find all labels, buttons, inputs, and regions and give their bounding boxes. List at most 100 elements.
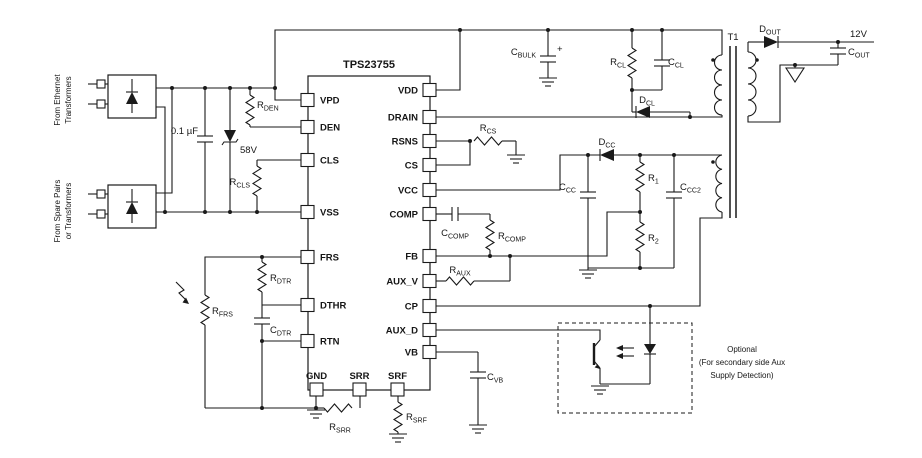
- c-vb-capacitor: CVB: [470, 371, 504, 385]
- d-cl-diode: DCL: [631, 90, 691, 118]
- spare-source-label2: or Transformers: [64, 183, 73, 239]
- ground-icon: [469, 424, 487, 434]
- surge-arrow-icon: [175, 281, 189, 304]
- svg-text:DCL: DCL: [639, 95, 655, 108]
- svg-text:CVB: CVB: [487, 372, 504, 385]
- svg-text:RDTR: RDTR: [270, 273, 291, 286]
- svg-text:DOUT: DOUT: [759, 24, 781, 37]
- r-cs-resistor: RCS: [473, 123, 503, 146]
- pin-label-drain: DRAIN: [388, 113, 418, 124]
- svg-text:0.1 µF: 0.1 µF: [171, 126, 198, 137]
- svg-text:RDEN: RDEN: [257, 100, 279, 113]
- r-den-resistor: RDEN: [244, 94, 279, 126]
- c-cl-capacitor: CCL: [632, 30, 684, 91]
- svg-text:R2: R2: [648, 233, 659, 246]
- r-cls-resistor: RCLS: [230, 165, 263, 197]
- junction-dots: [163, 28, 840, 410]
- input-capacitor: 0.1 µF: [171, 126, 213, 143]
- output-voltage-label: 12V: [850, 29, 868, 40]
- svg-text:CCOMP: CCOMP: [441, 228, 469, 241]
- optional-note-line1: Optional: [727, 345, 757, 354]
- r-srr-resistor: RSRR: [323, 403, 353, 435]
- secondary-ground-icon: [784, 67, 806, 84]
- r-frs-resistor: RFRS: [175, 281, 233, 326]
- primary-winding: [714, 54, 723, 116]
- pin-label-cls: CLS: [320, 156, 339, 167]
- svg-text:DCC: DCC: [599, 137, 616, 150]
- opto-led-icon: [644, 344, 656, 355]
- zener-diode-58v: 58V: [221, 130, 258, 156]
- secondary-winding: [747, 51, 757, 117]
- polarity-plus: +: [557, 44, 563, 55]
- svg-text:RAUX: RAUX: [449, 265, 471, 278]
- r-cl-resistor: RCL: [610, 30, 638, 90]
- pin-label-gnd: GND: [306, 371, 327, 382]
- pin-label-rsns: RSNS: [392, 137, 418, 148]
- pin-label-fb: FB: [405, 252, 418, 263]
- c-cc2-capacitor: CCC2: [666, 182, 701, 199]
- pin-label-dthr: DTHR: [320, 301, 347, 312]
- polarity-dot: [711, 160, 715, 164]
- c-bulk-capacitor: CBULK +: [511, 44, 563, 63]
- ground-icon: [591, 385, 609, 395]
- r1-resistor: R1: [634, 161, 659, 193]
- pin-label-rtn: RTN: [320, 337, 340, 348]
- ethernet-bridge: [88, 74, 157, 119]
- ic-tps23755: TPS23755 VPD DEN CLS VSS FRS DTHR RTN GN…: [300, 59, 437, 397]
- aux-winding: [715, 154, 723, 213]
- ground-icon: [389, 433, 407, 443]
- svg-text:RFRS: RFRS: [212, 306, 233, 319]
- polarity-dot: [755, 58, 759, 62]
- pin-label-frs: FRS: [320, 253, 339, 264]
- svg-text:CCC2: CCC2: [680, 182, 701, 195]
- c-cc-capacitor: CCC: [559, 182, 596, 199]
- ground-icon: [579, 269, 597, 279]
- optional-note-line2: (For secondary side Aux: [699, 358, 785, 367]
- bridge-diode-icon: [126, 79, 138, 113]
- opto-light-arrows-icon: [616, 345, 634, 359]
- svg-text:CDTR: CDTR: [270, 325, 291, 338]
- pin-label-aux-d: AUX_D: [386, 326, 418, 337]
- pin-label-vss: VSS: [320, 208, 339, 219]
- svg-text:T1: T1: [727, 32, 738, 43]
- phototransistor-icon: [592, 339, 601, 369]
- d-out-diode: DOUT: [759, 24, 782, 48]
- svg-text:RCOMP: RCOMP: [498, 231, 526, 244]
- pin-label-den: DEN: [320, 123, 340, 134]
- pin-label-srr: SRR: [349, 371, 369, 382]
- r-dtr-resistor: RDTR: [256, 261, 291, 293]
- ethernet-source-label: From Ethernet: [53, 74, 62, 126]
- pin-label-vcc: VCC: [398, 186, 418, 197]
- r-srf-resistor: RSRF: [392, 401, 427, 433]
- pin-label-aux-v: AUX_V: [386, 277, 418, 288]
- svg-text:58V: 58V: [240, 145, 258, 156]
- r2-resistor: R2: [634, 221, 659, 253]
- polarity-dot: [711, 58, 715, 62]
- optional-aux-detect-box: [557, 322, 693, 414]
- c-out-capacitor: COUT: [830, 47, 870, 60]
- svg-text:RCLS: RCLS: [230, 177, 251, 190]
- svg-text:RCL: RCL: [610, 57, 626, 70]
- svg-text:RSRF: RSRF: [406, 412, 427, 425]
- spare-source-label: From Spare Pairs: [53, 180, 62, 243]
- optional-note-line3: Supply Detection): [710, 371, 773, 380]
- transformer-t1: T1: [711, 32, 759, 218]
- c-dtr-capacitor: CDTR: [254, 317, 291, 338]
- ground-icon: [539, 77, 557, 87]
- c-comp-capacitor: CCOMP: [441, 207, 469, 241]
- pin-label-cs: CS: [405, 161, 418, 172]
- spare-bridge: [88, 184, 157, 229]
- pin-label-vb: VB: [405, 348, 418, 359]
- svg-text:RCS: RCS: [480, 123, 497, 136]
- d-cc-diode: DCC: [599, 137, 616, 161]
- pin-label-cp: CP: [405, 302, 419, 313]
- pin-label-vdd: VDD: [398, 86, 418, 97]
- svg-text:CBULK: CBULK: [511, 47, 536, 60]
- ic-title: TPS23755: [343, 59, 395, 71]
- svg-text:COUT: COUT: [848, 47, 870, 60]
- r-aux-resistor: RAUX: [445, 265, 475, 286]
- svg-text:CCC: CCC: [559, 182, 576, 195]
